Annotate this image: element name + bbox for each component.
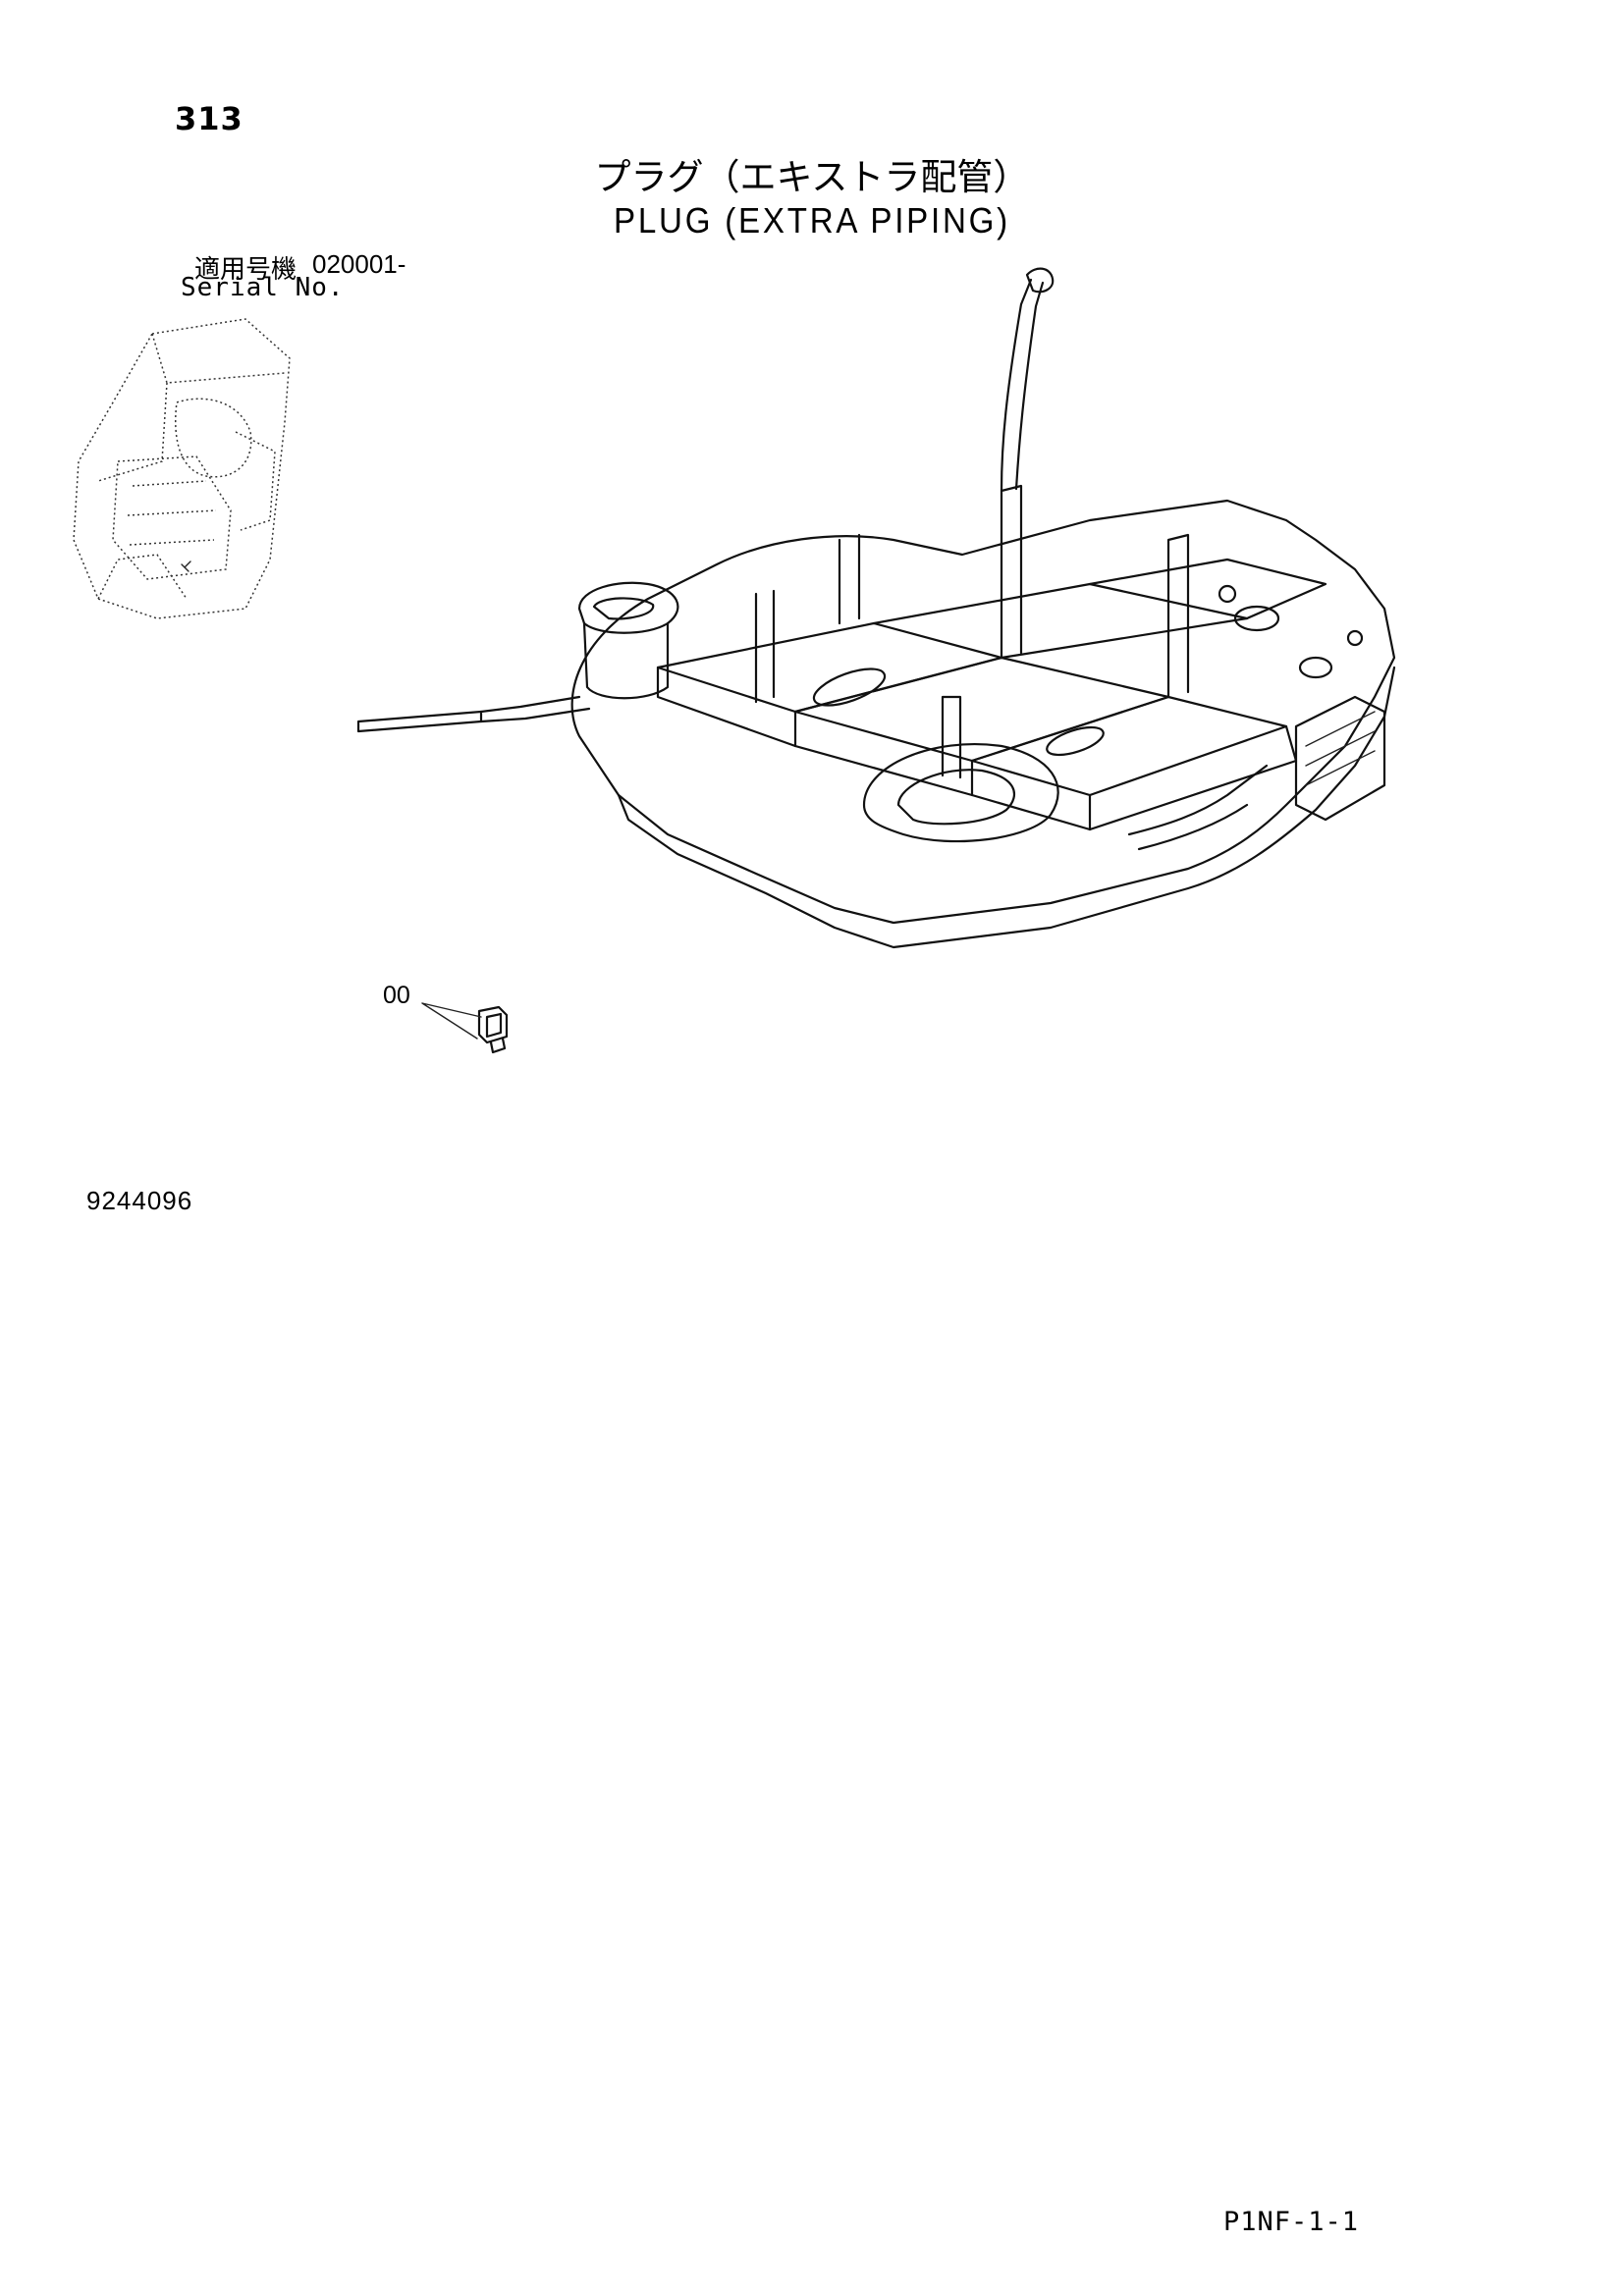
- callout-label-00: 00: [383, 982, 410, 1009]
- page-number: 313: [175, 100, 244, 137]
- upper-frame-drawing: [356, 267, 1396, 949]
- serial-label-english: Serial No.: [181, 273, 345, 302]
- serial-label-japanese: 適用号機: [194, 255, 298, 285]
- page-title-english: PLUG (EXTRA PIPING): [614, 200, 1010, 240]
- drawing-number: 9244096: [86, 1186, 193, 1215]
- location-thumbnail: [73, 318, 291, 619]
- footer-code: P1NF-1-1: [1223, 2207, 1360, 2237]
- callout-leader: [421, 1002, 482, 1040]
- plug-part: [477, 1005, 509, 1054]
- serial-number-value: 020001-: [312, 249, 406, 279]
- page-title-japanese: プラグ（エキストラ配管）: [594, 156, 1030, 198]
